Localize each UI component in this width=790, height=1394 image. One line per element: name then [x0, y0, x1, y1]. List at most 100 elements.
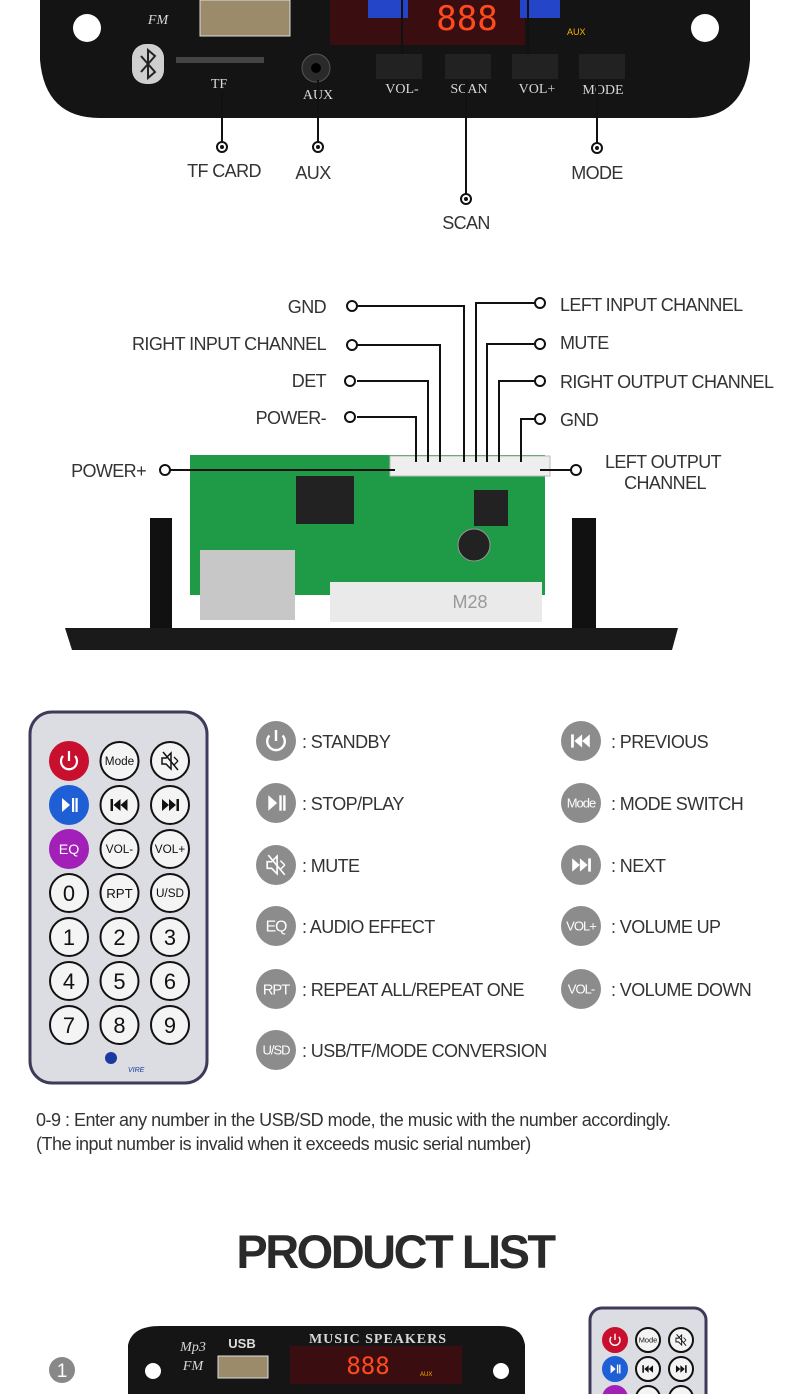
legend-icon-text: VOL+ [566, 919, 596, 934]
legend-label: : MODE SWITCH [611, 794, 743, 814]
label-left-input: LEFT INPUT CHANNEL [560, 295, 743, 315]
power-icon [609, 1333, 621, 1346]
button-label: VOL- [106, 843, 134, 856]
remote-button-play-pause[interactable] [49, 785, 89, 825]
button-label: 3 [164, 925, 176, 950]
legend-item-vol-: VOL+: VOLUME UP [561, 906, 722, 946]
legend-label: : USB/TF/MODE CONVERSION [302, 1041, 547, 1061]
next-icon [572, 858, 591, 872]
mute-icon [266, 854, 286, 876]
remote-button-1[interactable]: 1 [49, 917, 89, 957]
remote-button-5[interactable]: 5 [99, 961, 140, 1001]
remote-button-4[interactable]: 4 [49, 961, 89, 1001]
mute-icon [161, 751, 179, 771]
power-icon [266, 730, 286, 752]
next-icon [675, 1365, 687, 1373]
fm-logo: FM [147, 13, 170, 28]
tf-slot [176, 57, 264, 63]
board-title: MUSIC SPEAKERS [309, 1332, 447, 1347]
button-label: Mode [105, 755, 135, 768]
button-label: U/SD [156, 887, 184, 900]
remote-button-2[interactable]: 2 [99, 917, 140, 957]
scan-button[interactable] [445, 54, 491, 79]
remote-button-3[interactable]: 3 [150, 917, 190, 957]
callout-tf-card: TF CARD [187, 161, 261, 181]
callout-mode: MODE [571, 163, 623, 183]
remote-button-mode[interactable]: Mode [99, 741, 140, 781]
chip [296, 476, 354, 524]
previous-icon [110, 799, 128, 811]
top-callouts [216, 0, 603, 205]
mini-remote-button-mute[interactable] [668, 1327, 694, 1353]
label-det: DET [292, 371, 327, 391]
mount-hole [691, 14, 719, 42]
legend-label: : STOP/PLAY [302, 794, 404, 814]
vol-plus-button[interactable] [512, 54, 558, 79]
label-mute: MUTE [560, 333, 609, 353]
legend-item-rpt: RPT: REPEAT ALL/REPEAT ONE [256, 969, 525, 1009]
display-digits: 888 [436, 0, 497, 39]
button-legend: : STANDBY : STOP/PLAY : MUTE EQ: AUDIO EFFE… [256, 721, 752, 1070]
connector-lines [170, 302, 571, 471]
label-power-minus: POWER- [256, 408, 327, 428]
legend-item-eq: EQ: AUDIO EFFECT [256, 906, 436, 946]
note-line-1: 0-9 : Enter any number in the USB/SD mod… [36, 1110, 671, 1130]
mini-remote-button-power[interactable] [602, 1327, 628, 1353]
remote-button-0[interactable]: 0 [49, 873, 89, 913]
legend-label: : VOLUME DOWN [611, 980, 751, 1000]
button-label: VOL+ [155, 843, 186, 856]
item-number-badge [49, 1357, 75, 1383]
remote-button-7[interactable]: 7 [49, 1005, 89, 1045]
button-label: EQ [59, 842, 80, 858]
play-pause-icon [610, 1364, 621, 1374]
mini-remote-button-play-pause[interactable] [602, 1356, 628, 1382]
vol-minus-button[interactable] [376, 54, 422, 79]
item-number: 1 [57, 1361, 68, 1382]
remote-button-8[interactable]: 8 [99, 1005, 140, 1045]
remote-button-next[interactable] [150, 785, 190, 825]
product-board: Mp3 FM USB MUSIC SPEAKERS 888 AUX [128, 1326, 525, 1394]
usb-port [200, 550, 295, 620]
top-panel: FM 888 AUX TF AUX VOL- SCAN VOL+ MODE [40, 0, 750, 118]
remote-button-previous[interactable] [99, 785, 140, 825]
legend-label: : STANDBY [302, 732, 391, 752]
remote-button-6[interactable]: 6 [150, 961, 190, 1001]
mini-remote-button-previous[interactable] [635, 1356, 661, 1382]
previous-icon [642, 1365, 654, 1373]
mini-remote-button-next[interactable] [668, 1356, 694, 1382]
button-label: Mode [639, 1336, 658, 1345]
legend-label: : AUDIO EFFECT [302, 917, 435, 937]
board-fm: FM [182, 1359, 205, 1374]
remote-button-rpt[interactable]: RPT [99, 873, 140, 913]
mute-icon [675, 1333, 687, 1347]
mini-remote-button-mode[interactable]: Mode [635, 1327, 661, 1353]
power-icon [59, 751, 79, 771]
button-label: 5 [113, 969, 125, 994]
legend-item-next: : NEXT [561, 845, 667, 885]
pin-connector [389, 455, 551, 477]
label-power-plus: POWER+ [71, 461, 146, 481]
remote-button-u-sd[interactable]: U/SD [150, 873, 190, 913]
board-digits: 888 [346, 1352, 389, 1380]
play-pause-icon [62, 798, 78, 812]
remote-button-eq[interactable]: EQ [49, 829, 89, 869]
callout-scan: SCAN [442, 213, 490, 233]
remote-button-power[interactable] [49, 741, 89, 781]
mount-hole [73, 14, 101, 42]
board-mp3: Mp3 [179, 1340, 206, 1355]
mode-button[interactable] [579, 54, 625, 79]
legend-icon-text: RPT [263, 982, 290, 998]
remote-button-9[interactable]: 9 [150, 1005, 190, 1045]
button-label: 8 [113, 1013, 125, 1038]
button-label: 1 [63, 925, 75, 950]
legend-item-mute: : MUTE [256, 845, 361, 885]
remote-button-vol-[interactable]: VOL- [99, 829, 140, 869]
remote-button-mute[interactable] [150, 741, 190, 781]
callout-aux: AUX [295, 163, 331, 183]
mode-label: MODE [582, 83, 623, 98]
tf-label: TF [211, 77, 228, 92]
vol-plus-label: VOL+ [519, 82, 556, 97]
legend-icon-text: Mode [567, 796, 596, 811]
legend-item-play-pause: : STOP/PLAY [256, 783, 405, 823]
remote-button-vol-[interactable]: VOL+ [150, 829, 190, 869]
